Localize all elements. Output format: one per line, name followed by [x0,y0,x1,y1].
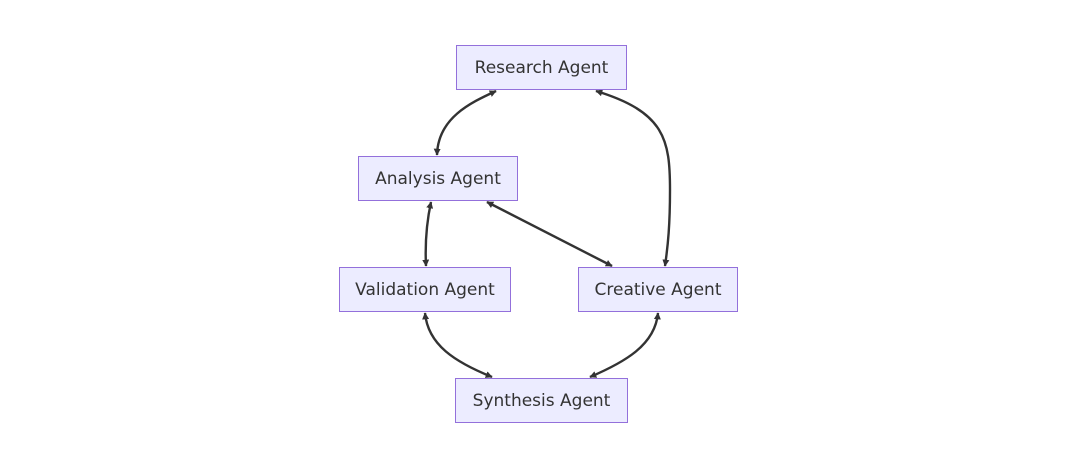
node-validation-agent: Validation Agent [339,267,511,312]
edge-analysis-creative [486,200,613,268]
edge-research-analysis [433,89,497,156]
node-label: Analysis Agent [375,168,501,189]
edge-analysis-validation [422,201,434,267]
node-label: Creative Agent [594,279,722,300]
edge-validation-synthesis [422,312,493,379]
edge-creative-synthesis [589,312,661,379]
node-research-agent: Research Agent [456,45,627,90]
node-label: Validation Agent [355,279,495,300]
node-analysis-agent: Analysis Agent [358,156,518,201]
node-synthesis-agent: Synthesis Agent [455,378,628,423]
node-label: Synthesis Agent [472,390,611,411]
node-creative-agent: Creative Agent [578,267,738,312]
edge-research-creative [595,89,672,267]
node-label: Research Agent [474,57,609,78]
